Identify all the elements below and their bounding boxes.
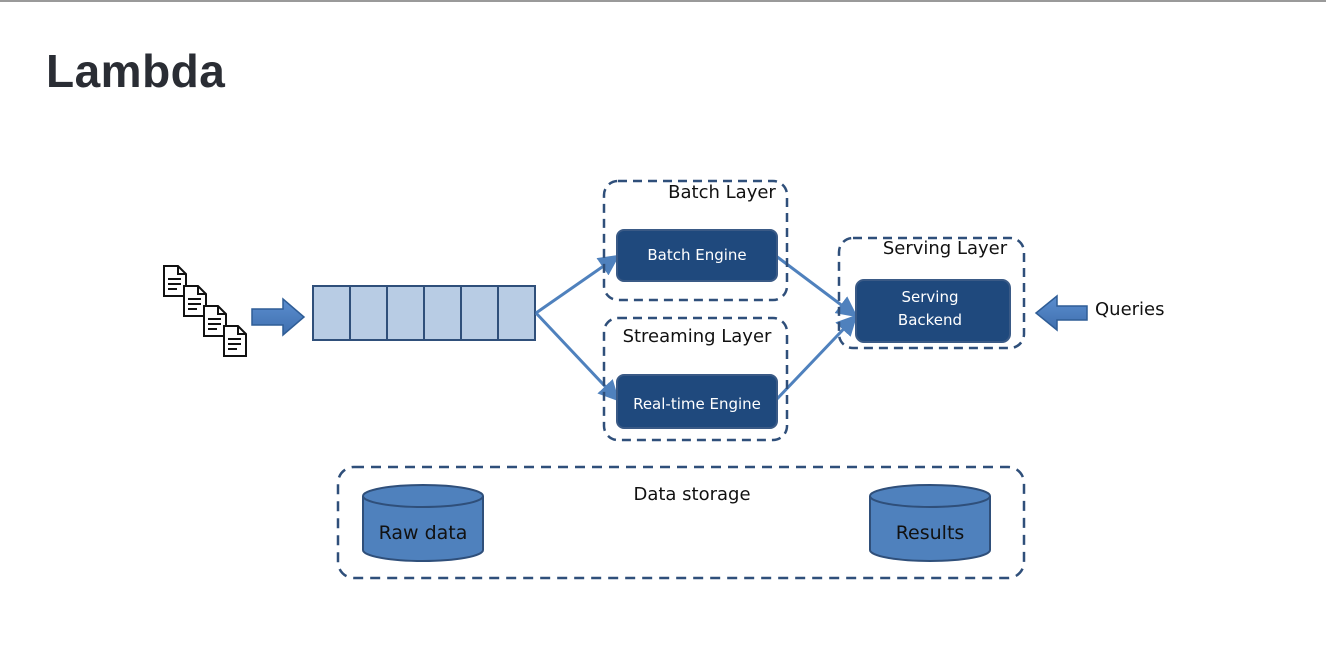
queue-cell — [349, 285, 388, 341]
serving-backend-label-line2: Backend — [898, 311, 962, 329]
serving-backend-node — [855, 279, 1011, 343]
document-icon — [183, 285, 207, 317]
document-icon — [203, 305, 227, 337]
documents-icon — [163, 265, 247, 357]
streaming-layer: Streaming Layer Real-time Engine — [602, 316, 789, 442]
data-storage-label: Data storage — [633, 484, 750, 505]
batch-layer-label: Batch Layer — [668, 182, 776, 203]
batch-layer-boundary — [602, 179, 789, 302]
queries-arrow-icon — [1034, 294, 1088, 332]
raw-data-database-icon: Raw data — [362, 484, 484, 562]
realtime-engine-node — [616, 374, 778, 429]
batch-engine-label: Batch Engine — [647, 246, 746, 264]
queue-cell — [460, 285, 499, 341]
document-icon — [163, 265, 187, 297]
queue-to-batch-arrow — [535, 254, 620, 315]
serving-layer-boundary — [837, 236, 1026, 350]
streaming-layer-boundary — [602, 316, 789, 442]
serving-backend-label-line1: Serving — [902, 288, 959, 306]
queue-cell — [497, 285, 536, 341]
streaming-layer-label: Streaming Layer — [623, 326, 772, 347]
raw-data-label: Raw data — [379, 522, 468, 544]
queue-to-realtime-arrow — [534, 311, 620, 402]
batch-layer: Batch Layer Batch Engine — [602, 179, 789, 302]
queue-cell — [423, 285, 462, 341]
results-label: Results — [896, 522, 965, 544]
page-title: Lambda — [46, 45, 226, 97]
data-storage-boundary — [336, 465, 1026, 580]
queue-cell — [312, 285, 351, 341]
ingest-arrow-icon — [251, 297, 306, 337]
data-storage: Data storage Raw data Results — [336, 465, 1026, 580]
serving-layer-label: Serving Layer — [883, 238, 1008, 259]
message-queue — [312, 285, 536, 341]
document-icon — [223, 325, 247, 357]
batch-to-serving-arrow — [775, 254, 858, 318]
queue-cell — [386, 285, 425, 341]
queries-label: Queries — [1095, 299, 1165, 320]
realtime-to-serving-arrow — [774, 314, 858, 402]
top-divider — [0, 0, 1326, 2]
results-database-icon: Results — [869, 484, 991, 562]
serving-layer: Serving Layer Serving Backend — [837, 236, 1026, 350]
batch-engine-node — [616, 229, 778, 282]
realtime-engine-label: Real-time Engine — [633, 395, 761, 413]
